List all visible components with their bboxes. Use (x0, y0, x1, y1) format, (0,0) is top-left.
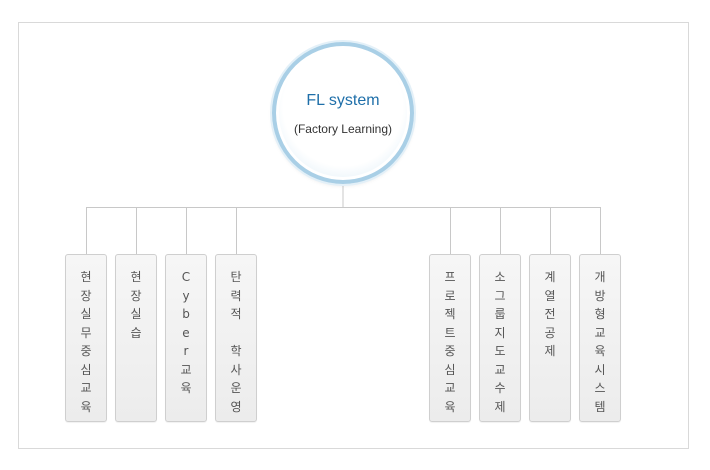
item-box: 소 그 룹 지 도 교 수 제 (479, 254, 521, 422)
item-label: 현 장 실 습 (130, 270, 142, 340)
item-label: C y b e r 교 육 (180, 270, 192, 395)
item-box: C y b e r 교 육 (165, 254, 207, 422)
item-box: 현 장 실 습 (115, 254, 157, 422)
item-label: 개 방 형 교 육 시 스 템 (594, 270, 606, 414)
item-label: 현 장 실 무 중 심 교 육 (80, 270, 92, 414)
center-title: FL system (306, 92, 380, 109)
item-label: 탄 력 적 학 사 운 영 (230, 270, 242, 414)
item-label: 소 그 룹 지 도 교 수 제 (494, 270, 506, 414)
item-box: 계 열 전 공 제 (529, 254, 571, 422)
item-box: 프 로 젝 트 중 심 교 육 (429, 254, 471, 422)
center-node: FL system (Factory Learning) (272, 42, 414, 184)
item-box: 개 방 형 교 육 시 스 템 (579, 254, 621, 422)
item-label: 계 열 전 공 제 (544, 270, 556, 358)
item-label: 프 로 젝 트 중 심 교 육 (444, 270, 456, 414)
center-subtitle: (Factory Learning) (293, 122, 393, 136)
item-box: 탄 력 적 학 사 운 영 (215, 254, 257, 422)
item-box: 현 장 실 무 중 심 교 육 (65, 254, 107, 422)
